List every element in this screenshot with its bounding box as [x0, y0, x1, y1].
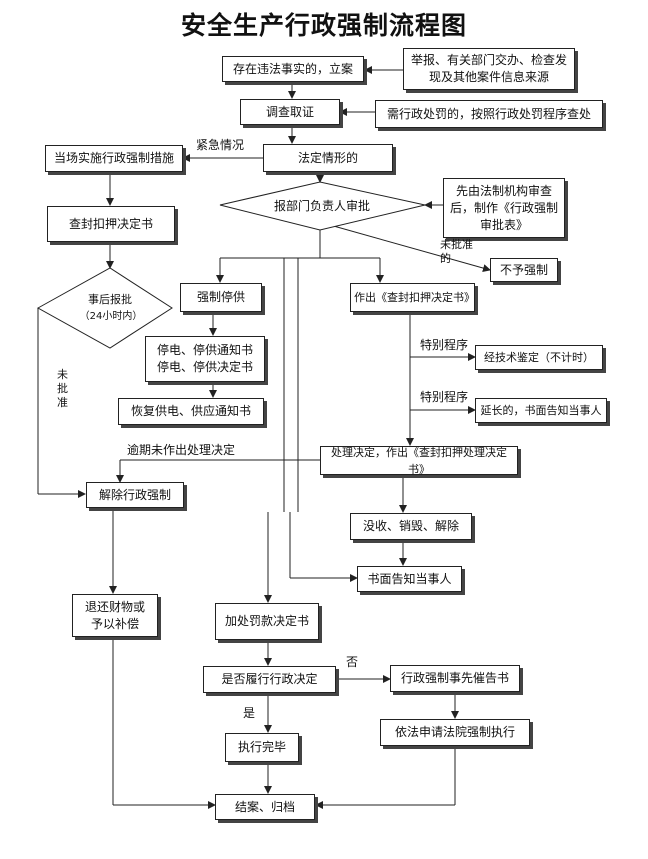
confiscate-box: 没收、销毁、解除 — [350, 513, 472, 540]
extension-box: 延长的，书面告知当事人 — [475, 398, 607, 423]
onsite-measures-box: 当场实施行政强制措施 — [45, 145, 183, 172]
notice-line-2: 停电、停供决定书 — [156, 360, 253, 374]
make-seize-decision-box: 作出《查封扣押决定书》 — [350, 283, 475, 312]
post-approval-decision: 事后报批 — [88, 293, 132, 306]
page-title: 安全生产行政强制流程图 — [180, 11, 467, 40]
tech-appraisal-box: 经技术鉴定（不计时） — [475, 345, 603, 370]
no-enforcement-box: 不予强制 — [490, 258, 558, 282]
lift-enforcement-box: 解除行政强制 — [86, 482, 184, 508]
special-program-1-label: 特别程序 — [420, 338, 469, 352]
circumstances-box: 法定情形的 — [263, 144, 393, 172]
notice-line-1: 停电、停供通知书 — [156, 343, 253, 357]
not-approved-left-label: 未批准 — [57, 368, 68, 409]
special-program-2-label: 特别程序 — [420, 390, 469, 404]
court-enforce-box: 依法申请法院强制执行 — [380, 719, 530, 746]
execution-done-box: 执行完毕 — [225, 733, 299, 762]
close-file-box: 结案、归档 — [215, 794, 315, 820]
no-label: 否 — [346, 655, 359, 669]
stop-supply-box: 强制停供 — [180, 283, 262, 312]
comply-check-box: 是否履行行政决定 — [203, 666, 336, 693]
restore-notice-box: 恢复供电、供应通知书 — [118, 398, 264, 425]
sources-box: 举报、有关部门交办、检查发现及其他案件信息来源 — [403, 48, 575, 90]
overdue-label: 逾期未作出处理决定 — [127, 443, 236, 457]
written-notice-box: 书面告知当事人 — [357, 566, 462, 592]
investigate-box: 调查取证 — [240, 99, 340, 125]
legal-review-box: 先由法制机构审查后，制作《行政强制审批表》 — [443, 178, 565, 238]
add-fine-box: 加处罚款决定书 — [215, 603, 319, 640]
yes-label: 是 — [243, 706, 256, 720]
return-property-box: 退还财物或予以补偿 — [72, 594, 158, 637]
enforce-notice-box: 行政强制事先催告书 — [390, 665, 520, 692]
dept-approval-decision: 报部门负责人审批 — [273, 199, 370, 213]
urgent-label: 紧急情况 — [196, 138, 245, 152]
within-24h-label: （24小时内） — [79, 311, 143, 322]
file-case-box: 存在违法事实的，立案 — [222, 56, 364, 82]
not-approved-right-label: 未批准的 — [440, 238, 473, 265]
admin-penalty-box: 需行政处罚的，按照行政处罚程序查处 — [375, 100, 603, 128]
handle-decision-box: 处理决定，作出《查封扣押处理决定书》 — [320, 446, 518, 476]
seize-decision-left-box: 查封扣押决定书 — [47, 206, 175, 242]
stop-supply-notice-box: 停电、停供通知书 停电、停供决定书 — [145, 336, 265, 382]
